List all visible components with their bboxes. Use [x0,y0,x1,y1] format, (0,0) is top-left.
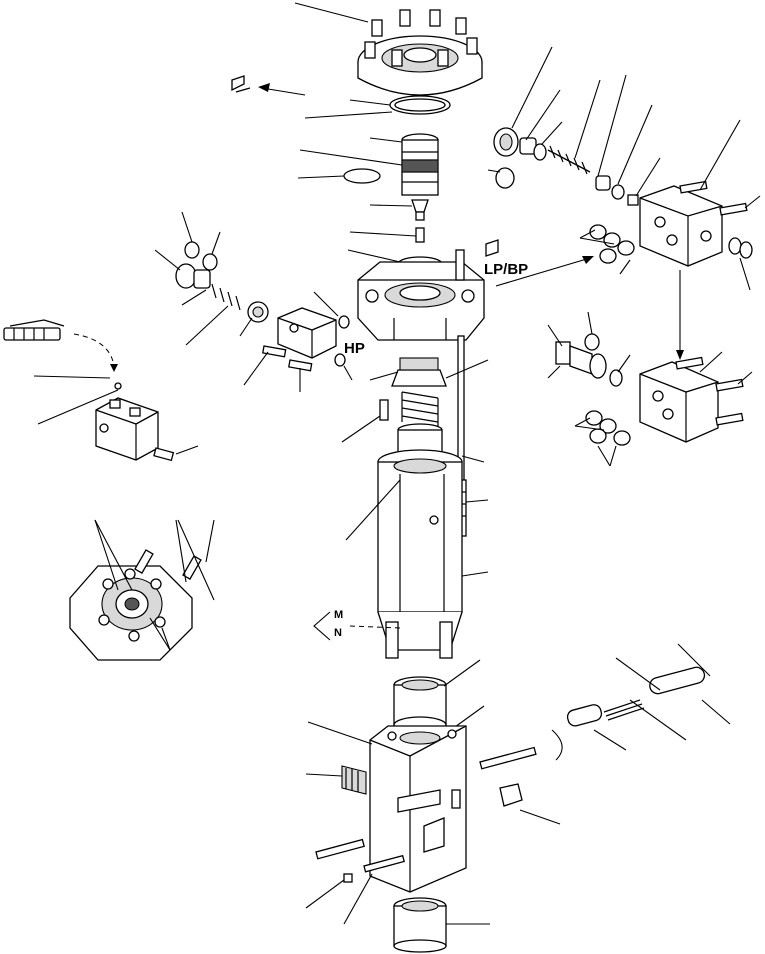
lp-bp-label: LP/BP [484,261,528,278]
left-valve-body [95,397,175,462]
upper-bushing [393,676,447,734]
o-ring-right [495,167,515,189]
spring-retainer [391,357,447,387]
m-label: M [334,609,343,621]
right-cartridge-parts [493,127,639,206]
n-label: N [334,627,342,639]
lower-block [369,725,467,893]
lower-bushing [393,897,447,953]
spool-sleeve [401,133,439,196]
right-pin-set [479,666,706,807]
reference-symbol-top [231,75,251,93]
cap-bolts [364,9,478,67]
pin-left [379,399,389,421]
upper-valve-body [357,256,485,341]
small-poppet [411,199,429,213]
block-pins [315,838,405,883]
top-cap-assembly [357,9,483,96]
o-ring-side [343,168,381,184]
hp-port-block [262,307,337,372]
small-fitting [485,239,499,257]
cover-plate-lower [639,356,744,443]
left-flange-view [69,549,202,661]
piston [397,423,443,461]
right-check-valve [555,341,607,379]
far-left-connector [3,319,65,341]
side-pad-left [341,765,367,795]
main-cylinder [377,449,463,659]
small-pin [415,227,425,243]
side-pad-right [423,817,445,853]
cover-plate-upper [639,180,748,267]
left-relief-valve [175,263,269,323]
spring [401,391,439,426]
hp-label: HP [344,340,365,357]
o-ring-set-upper [589,224,635,264]
